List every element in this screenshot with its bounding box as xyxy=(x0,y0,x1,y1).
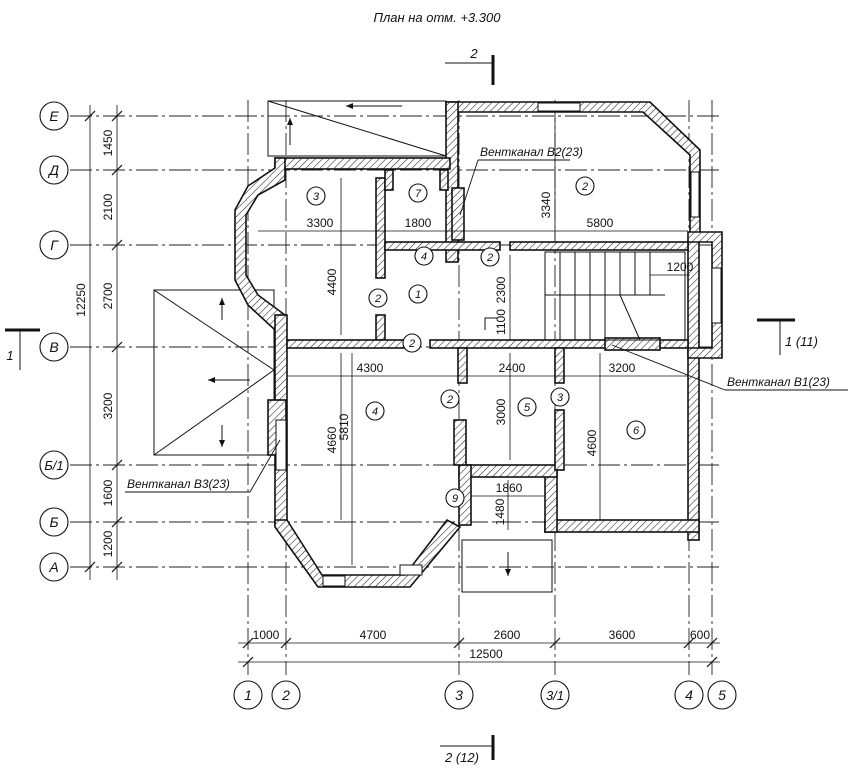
left-dim: 3200 xyxy=(101,392,115,419)
inner-dim: 4300 xyxy=(357,361,384,375)
left-dim: 1600 xyxy=(101,479,115,506)
roof-outline-top xyxy=(267,100,447,157)
inner-dim: 4600 xyxy=(585,429,599,456)
inner-dim: 3300 xyxy=(307,216,334,230)
row-axis-label: Г xyxy=(50,237,59,253)
inner-dim: 5810 xyxy=(337,413,351,440)
inner-dim: 1800 xyxy=(405,216,432,230)
door-mark: 2 xyxy=(408,338,415,350)
vent-callout-b1: Вентканал В1(23) xyxy=(611,344,848,391)
inner-dim: 2400 xyxy=(499,361,526,375)
porch-canopy xyxy=(461,539,553,593)
col-axis-label: 2 xyxy=(281,687,290,703)
vent-shaft-b1 xyxy=(604,337,661,351)
inner-dim: 4400 xyxy=(325,268,339,295)
vent-callout-b3: Вентканал В3(23) xyxy=(125,439,281,493)
bottom-dim: 3600 xyxy=(609,628,636,642)
staircase xyxy=(484,251,686,341)
bottom-dim: 4700 xyxy=(360,628,387,642)
windows xyxy=(275,102,722,587)
vent-shaft-b2 xyxy=(451,187,465,241)
svg-text:1 (11): 1 (11) xyxy=(785,334,818,349)
room-number: 2 xyxy=(581,181,588,193)
svg-text:Вентканал В2(23): Вентканал В2(23) xyxy=(480,145,583,159)
interior-walls xyxy=(267,169,689,471)
svg-text:2 (12): 2 (12) xyxy=(444,750,479,765)
section-mark-right: 1 (11) xyxy=(757,318,818,355)
bottom-dim: 600 xyxy=(690,628,710,642)
left-dim: 1200 xyxy=(101,530,115,557)
inner-dim: 3200 xyxy=(609,361,636,375)
inner-dim: 3340 xyxy=(539,191,553,218)
interior-dimensions: 3300 1800 5800 3340 4400 2300 1100 1200 … xyxy=(307,191,694,525)
door-mark: 2 xyxy=(374,293,381,305)
inner-dim: 2300 xyxy=(494,276,508,303)
left-dim: 2700 xyxy=(101,282,115,309)
left-dimension-chain: 1450 2100 2700 3200 1600 1200 12250 xyxy=(74,105,123,580)
door-mark: 3 xyxy=(557,392,564,404)
inner-dim: 1480 xyxy=(493,498,507,525)
bottom-dimension-chain: 1000 4700 2600 3600 600 12500 xyxy=(238,628,720,668)
row-axis-label: Б xyxy=(49,514,58,530)
door-mark: 2 xyxy=(446,394,453,406)
svg-text:1: 1 xyxy=(6,348,13,363)
room-number: 7 xyxy=(415,188,422,200)
inner-dim: 3000 xyxy=(494,398,508,425)
room-markers: 3 7 2 4 1 2 2 2 4 2 5 3 6 9 xyxy=(306,176,646,508)
col-axis-label: 5 xyxy=(718,687,726,703)
row-axis-label: Д xyxy=(47,162,59,178)
bottom-dim: 1000 xyxy=(253,628,280,642)
section-mark-bottom: 2 (12) xyxy=(440,735,495,765)
room-number: 6 xyxy=(633,425,640,437)
row-axis-label: А xyxy=(48,559,58,575)
col-axis-label: 3/1 xyxy=(546,688,564,703)
section-mark-top: 2 xyxy=(445,46,495,85)
col-axis-lines xyxy=(247,100,713,675)
bottom-total-dim: 12500 xyxy=(469,647,503,661)
row-axis-label: Е xyxy=(49,108,59,124)
left-dim: 2100 xyxy=(101,193,115,220)
inner-dim: 4660 xyxy=(325,426,339,453)
inner-dim: 1100 xyxy=(494,309,508,335)
col-axis-label: 4 xyxy=(685,687,693,703)
vent-callout-b2: Вентканал В2(23) xyxy=(459,145,583,216)
room-number: 4 xyxy=(372,406,378,418)
room-number: 1 xyxy=(415,289,421,301)
room-number: 5 xyxy=(524,402,531,414)
roof-outline-left xyxy=(153,289,275,456)
room-number: 3 xyxy=(313,191,320,203)
row-axis-label: Б/1 xyxy=(44,458,63,473)
door-mark: 4 xyxy=(421,251,427,263)
col-axis-markers: 1 2 3 3/1 4 5 xyxy=(233,680,737,710)
col-axis-label: 3 xyxy=(455,687,463,703)
inner-dim: 5800 xyxy=(587,216,614,230)
row-axis-markers: Е Д Г В Б/1 Б А xyxy=(39,101,69,582)
interior-dimension-lines xyxy=(258,118,690,565)
svg-text:Вентканал В3(23): Вентканал В3(23) xyxy=(127,477,230,491)
left-dim: 1450 xyxy=(101,129,115,156)
left-total-dim: 12250 xyxy=(74,283,88,317)
svg-text:2: 2 xyxy=(469,46,478,61)
inner-dim: 1860 xyxy=(496,481,523,495)
inner-dim: 1200 xyxy=(667,260,694,274)
row-axis-label: В xyxy=(49,339,58,355)
col-axis-label: 1 xyxy=(244,687,252,703)
room-number: 9 xyxy=(452,493,458,505)
svg-text:Вентканал В1(23): Вентканал В1(23) xyxy=(727,375,830,389)
plan-title: План на отм. +3.300 xyxy=(374,10,502,25)
door-mark: 2 xyxy=(486,252,493,264)
bottom-dim: 2600 xyxy=(494,628,521,642)
section-mark-left: 1 xyxy=(5,328,40,370)
